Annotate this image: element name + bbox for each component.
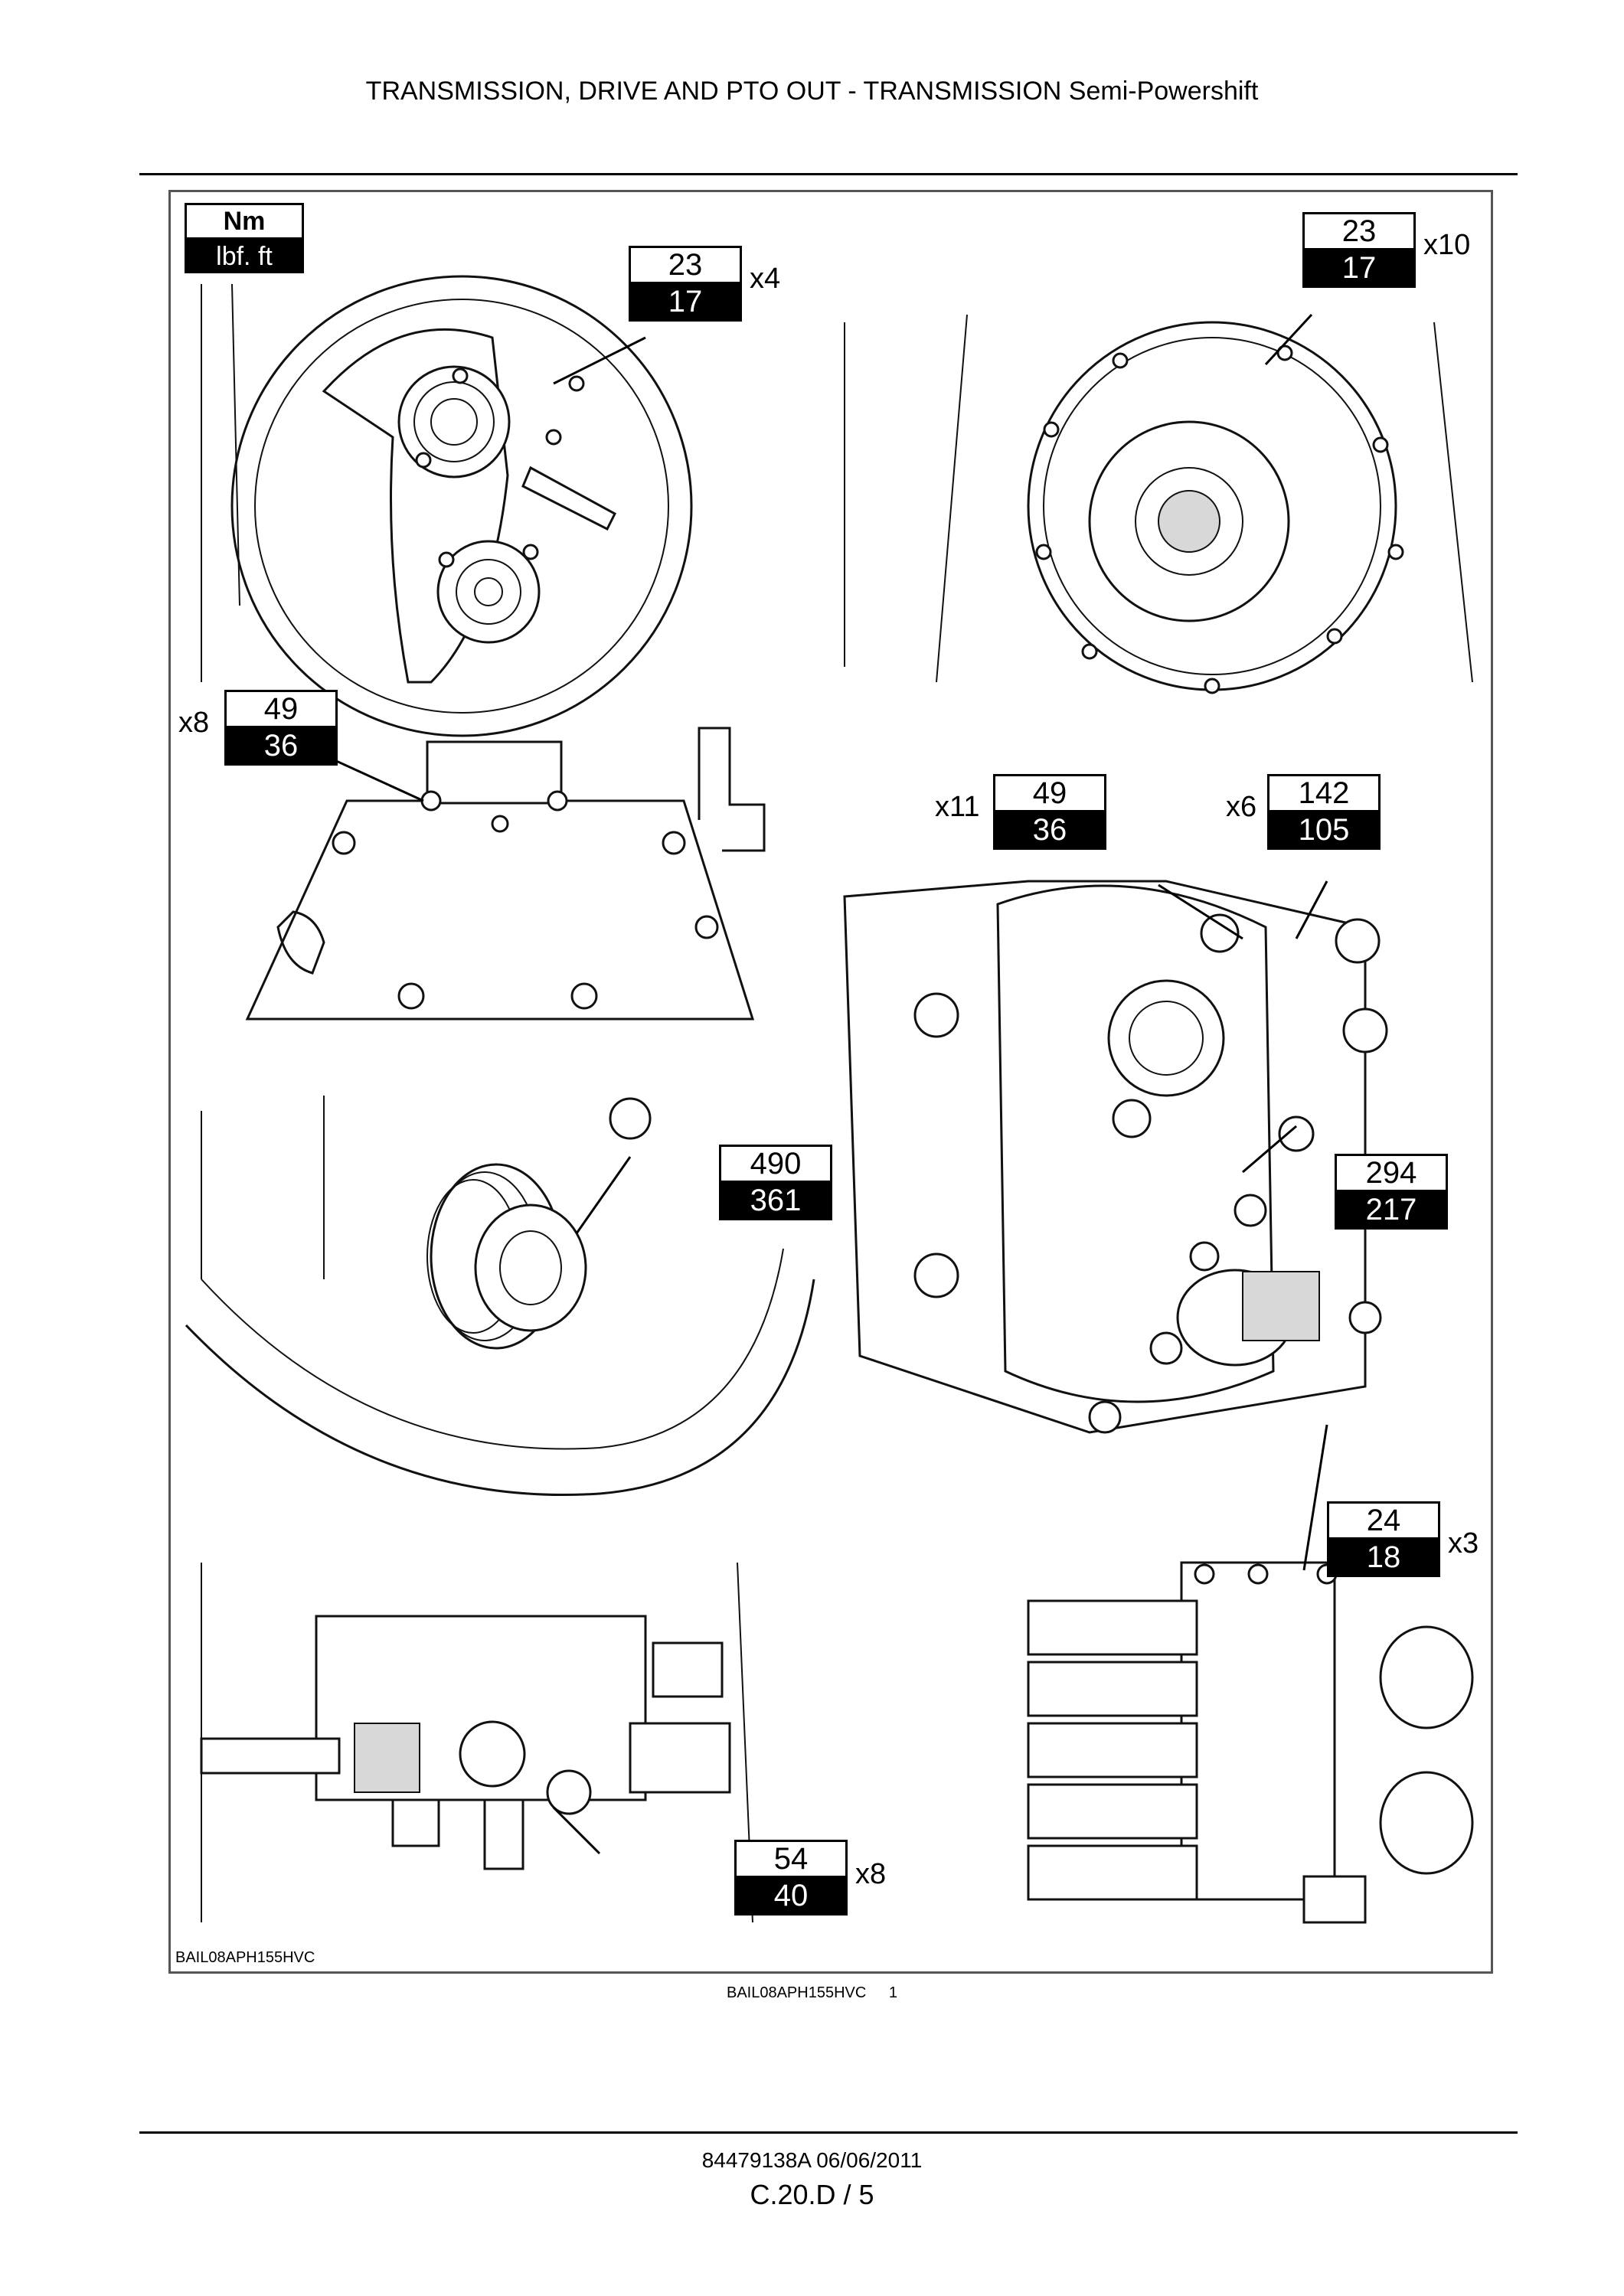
torque-lbft: 217 [1335, 1190, 1448, 1230]
torque-nm: 24 [1327, 1501, 1440, 1537]
torque-nm: 490 [719, 1145, 832, 1181]
torque-lbft: 18 [1327, 1537, 1440, 1577]
control-valve-drawing [200, 1562, 753, 1923]
pto-housing-drawing [201, 275, 693, 737]
caption-code: BAIL08APH155HVC [726, 1984, 867, 2001]
torque-lbft: 361 [719, 1181, 832, 1220]
torque-qty: x4 [750, 263, 781, 295]
torque-callout: 23 17 [629, 246, 742, 322]
torque-qty: x10 [1423, 229, 1471, 261]
torque-lbft: 40 [734, 1876, 848, 1916]
figure-frame: Nm lbf. ft 23 17 x4 23 17 x10 49 36 x8 4… [168, 190, 1493, 1974]
torque-nm: 294 [1335, 1154, 1448, 1190]
torque-callout: 294 217 [1335, 1154, 1448, 1230]
figure-corner-code: BAIL08APH155HVC [175, 1949, 315, 1966]
torque-lbft: 105 [1267, 810, 1381, 850]
exploded-drawings [185, 275, 1474, 1924]
torque-callout: 490 361 [719, 1145, 832, 1220]
page-header: TRANSMISSION, DRIVE AND PTO OUT - TRANSM… [365, 77, 1259, 106]
torque-callout: 24 18 [1327, 1501, 1440, 1577]
torque-qty: x6 [1226, 791, 1257, 823]
torque-nm: 142 [1267, 774, 1381, 810]
torque-nm: 23 [1302, 212, 1416, 248]
footer-reference: 84479138A 06/06/2011 [701, 2148, 923, 2172]
torque-lbft: 36 [224, 726, 338, 766]
torque-lbft: 17 [1302, 248, 1416, 288]
spring-assembly-drawing [185, 1096, 815, 1497]
torque-qty: x8 [855, 1858, 887, 1890]
solenoid-block-drawing [1027, 1561, 1474, 1924]
torque-callout: 49 36 [993, 774, 1106, 850]
unit-legend: Nm lbf. ft [185, 203, 304, 273]
torque-callout: 142 105 [1267, 774, 1381, 850]
header-rule [139, 173, 1518, 175]
torque-callout: 23 17 [1302, 212, 1416, 288]
torque-nm: 49 [993, 774, 1106, 810]
torque-qty: x8 [178, 707, 210, 739]
torque-nm: 54 [734, 1840, 848, 1876]
torque-nm: 23 [629, 246, 742, 282]
footer-rule [139, 2131, 1518, 2134]
torque-qty: x3 [1448, 1527, 1479, 1560]
torque-callout: 49 36 [224, 690, 338, 766]
unit-nm-label: Nm [185, 203, 304, 240]
torque-lbft: 36 [993, 810, 1106, 850]
torque-lbft: 17 [629, 282, 742, 322]
figure-caption: BAIL08APH155HVC 1 [0, 1984, 1624, 2002]
unit-lbft-label: lbf. ft [185, 240, 304, 273]
pto-output-drawing [843, 880, 1388, 1434]
torque-nm: 49 [224, 690, 338, 726]
cover-plate-drawing [245, 727, 766, 1021]
torque-qty: x11 [935, 791, 980, 823]
bearing-cover-drawing [844, 314, 1473, 694]
page-number: C.20.D / 5 [750, 2179, 874, 2210]
caption-number: 1 [888, 1984, 897, 2001]
torque-callout: 54 40 [734, 1840, 848, 1916]
